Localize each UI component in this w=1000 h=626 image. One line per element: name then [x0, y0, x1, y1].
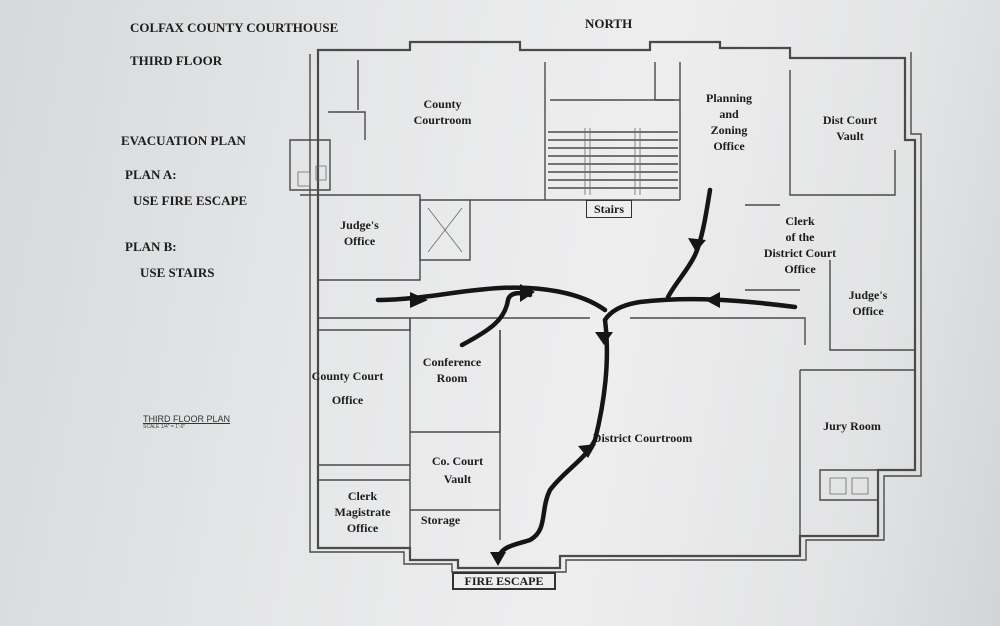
- evacuation-title: EVACUATION PLAN: [121, 133, 246, 148]
- floor-title: THIRD FLOOR: [130, 53, 223, 68]
- north-label: NORTH: [585, 16, 633, 31]
- stairs-box: [586, 200, 632, 218]
- district-courtroom-label: District Courtroom: [592, 431, 693, 445]
- arrow-south-1: [595, 332, 613, 345]
- jury-room-label: Jury Room: [823, 419, 881, 433]
- storage-label: Storage: [420, 513, 461, 527]
- arrow-conference: [520, 284, 535, 302]
- plan-b-text: USE STAIRS: [140, 265, 215, 280]
- plan-caption: THIRD FLOOR PLAN: [143, 414, 231, 424]
- arrow-south-2: [578, 444, 596, 458]
- arrow-planning: [688, 238, 706, 252]
- route-conference-branch: [459, 290, 533, 348]
- route-east-corridor: [602, 296, 798, 323]
- stairs-label: Stairs: [594, 202, 624, 216]
- exterior-walls: [309, 40, 922, 573]
- arrow-east: [705, 292, 720, 308]
- plan-a-text: USE FIRE ESCAPE: [133, 193, 248, 208]
- plan-b-label: PLAN B:: [125, 239, 177, 254]
- route-planning-office: [665, 187, 713, 300]
- scale-caption: SCALE 1/4" = 1'-0": [143, 424, 186, 430]
- fire-escape-box: [452, 572, 556, 590]
- interior-walls: [289, 60, 915, 548]
- arrow-west: [410, 292, 428, 308]
- arrow-fire-escape: [490, 552, 506, 566]
- building-title: COLFAX COUNTY COURTHOUSE: [130, 20, 339, 35]
- plan-a-label: PLAN A:: [125, 167, 177, 182]
- fire-escape-label: FIRE ESCAPE: [464, 574, 544, 588]
- route-main-south: [495, 317, 610, 563]
